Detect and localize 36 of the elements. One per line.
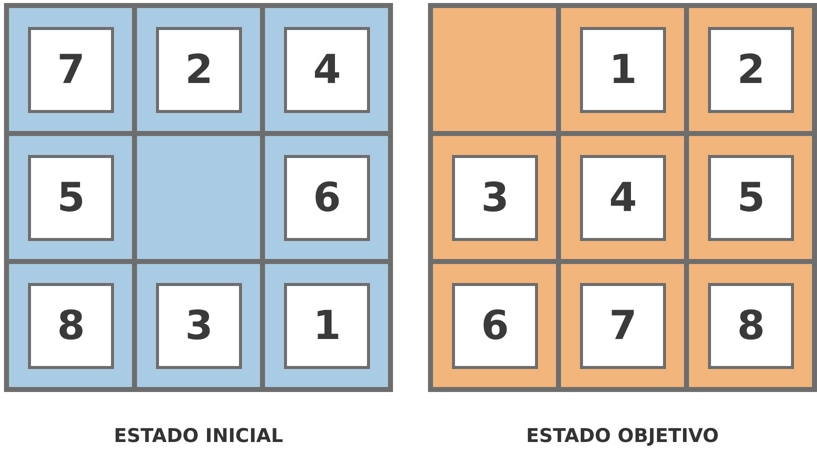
grid-cell [433, 264, 556, 387]
board-caption: ESTADO INICIAL [114, 425, 284, 447]
number-tile: 6 [284, 155, 370, 241]
grid-cell [9, 8, 132, 131]
number-tile: 7 [580, 283, 666, 369]
grid-cell [137, 136, 260, 259]
number-tile: 6 [452, 283, 538, 369]
number-tile: 8 [28, 283, 114, 369]
number-tile: 4 [580, 155, 666, 241]
grid-cell [265, 8, 388, 131]
number-tile: 3 [452, 155, 538, 241]
grid-cell [137, 264, 260, 387]
grid-cell [433, 8, 556, 131]
grid-cell [433, 136, 556, 259]
number-tile: 2 [156, 27, 242, 113]
number-tile: 7 [28, 27, 114, 113]
grid-cell [689, 8, 812, 131]
grid-cell [689, 264, 812, 387]
grid-cell [9, 264, 132, 387]
grid-cell [561, 136, 684, 259]
grid-cell [265, 264, 388, 387]
number-tile: 1 [580, 27, 666, 113]
number-tile: 1 [284, 283, 370, 369]
number-tile: 8 [708, 283, 794, 369]
number-tile: 5 [28, 155, 114, 241]
number-tile: 3 [156, 283, 242, 369]
grid-cell [561, 264, 684, 387]
board-caption: ESTADO OBJETIVO [526, 425, 719, 447]
grid-cell [9, 136, 132, 259]
grid-cell [265, 136, 388, 259]
grid-cell [137, 8, 260, 131]
grid-cell [561, 8, 684, 131]
grid-cell [689, 136, 812, 259]
number-tile: 4 [284, 27, 370, 113]
number-tile: 5 [708, 155, 794, 241]
number-tile: 2 [708, 27, 794, 113]
